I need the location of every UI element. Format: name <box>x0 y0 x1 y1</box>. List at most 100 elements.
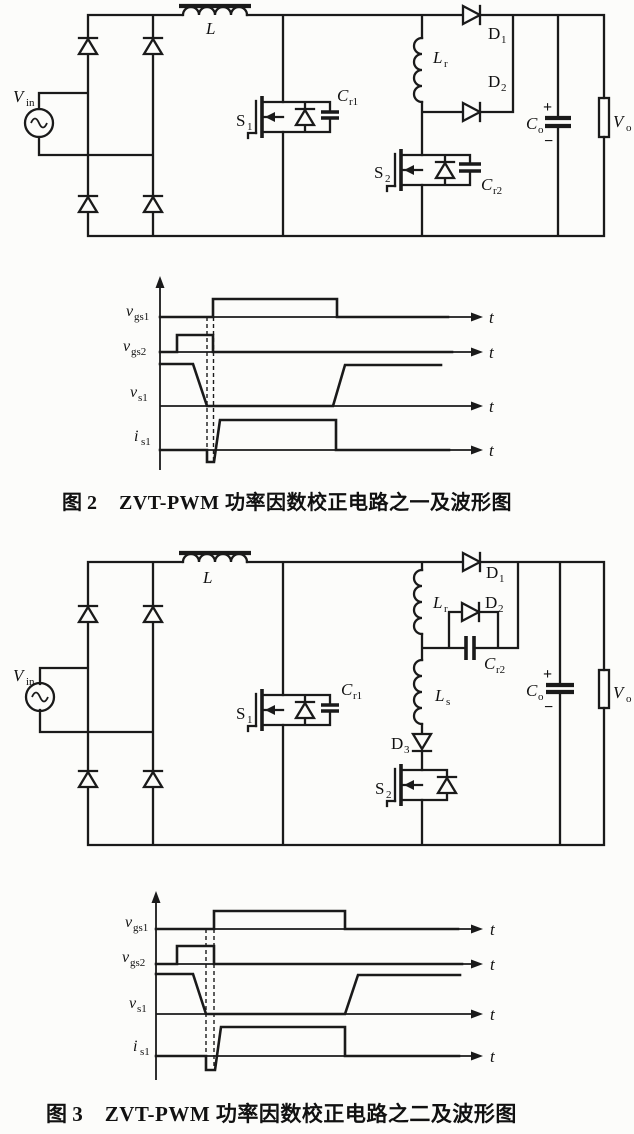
mosfet-s1-icon <box>246 94 285 140</box>
label-t-axis3: t <box>489 397 495 416</box>
figure2-caption: 图 2 ZVT-PWM 功率因数校正电路之一及波形图 <box>62 486 512 515</box>
label-t-axis1: t <box>489 308 495 327</box>
axis-arrow-right-icon <box>471 347 483 357</box>
bridge-diode-icon <box>77 194 99 214</box>
trace-is1 <box>154 1025 461 1072</box>
capacitor-Cr1-plates <box>321 110 339 120</box>
label-vgs1-sub: gs1 <box>134 311 149 323</box>
label-s1: S <box>236 704 245 723</box>
circuit2-wires <box>38 560 606 847</box>
label-cr2-sub: r2 <box>496 664 505 676</box>
label-s1: S <box>236 111 245 130</box>
label-is1-sub: s1 <box>140 1046 150 1058</box>
diode-d2-icon <box>460 601 481 623</box>
trace-vgs1 <box>158 297 450 319</box>
label-d1: D <box>488 24 500 43</box>
figure3-waveform-plot: v gs1 v gs2 v s1 i s1 t t t t <box>122 891 496 1080</box>
label-lr: L <box>432 48 442 67</box>
s1-body-diode-icon <box>294 700 316 720</box>
label-s1-sub: 1 <box>247 121 253 133</box>
label-vin-sub: in <box>26 97 35 109</box>
label-t-axis2: t <box>490 955 496 974</box>
label-vs1: v <box>130 384 138 401</box>
label-t-axis2: t <box>489 343 495 362</box>
label-co-plus: + <box>543 99 552 116</box>
label-vgs2-sub: gs2 <box>130 957 145 969</box>
label-vgs1: v <box>126 303 134 320</box>
trace-vs1 <box>158 362 443 408</box>
label-co-minus: − <box>544 699 553 716</box>
trace-vgs1 <box>154 909 460 931</box>
figure3-caption-tag: 图 3 <box>46 1102 83 1126</box>
label-co: C <box>526 114 538 133</box>
label-vgs1: v <box>125 914 133 931</box>
label-cr1: C <box>341 680 353 699</box>
bridge-diode-icon <box>77 604 99 624</box>
label-d3: D <box>391 734 403 753</box>
label-d2-sub: 2 <box>498 603 504 615</box>
bridge-diode-icon <box>142 36 164 56</box>
label-d2-sub: 2 <box>501 82 507 94</box>
label-d1: D <box>486 563 498 582</box>
axis-arrow-up-icon <box>151 891 161 903</box>
label-vin: V <box>13 87 26 106</box>
waveform2-axes <box>155 895 472 1080</box>
resonant-inductor-Lr-coil <box>412 568 424 636</box>
bridge-diode-icon <box>77 36 99 56</box>
label-co-plus: + <box>543 666 552 683</box>
label-vgs2: v <box>123 338 131 355</box>
label-vs1: v <box>129 995 137 1012</box>
load-resistor-Vo <box>597 96 611 139</box>
ac-source-icon <box>23 107 55 139</box>
bridge-diode-icon <box>77 769 99 789</box>
label-co-sub: o <box>538 124 544 136</box>
label-is1-sub: s1 <box>141 436 151 448</box>
axis-arrow-right-icon <box>471 445 483 455</box>
label-ls-sub: s <box>446 696 450 708</box>
s2-body-diode-icon <box>436 775 458 795</box>
diode-d2-icon <box>461 101 482 123</box>
trace-vgs2 <box>158 333 454 354</box>
label-t-axis4: t <box>489 441 495 460</box>
label-vs1-sub: s1 <box>138 392 148 404</box>
s1-body-diode-icon <box>294 107 316 127</box>
label-s2-sub: 2 <box>386 789 392 801</box>
capacitor-Cr1-plates <box>321 703 339 713</box>
label-ls: L <box>434 686 444 705</box>
circuit1-wires <box>37 13 606 238</box>
axis-arrow-right-icon <box>471 312 483 322</box>
label-vo: V <box>613 112 626 131</box>
figure2-caption-tag: 图 2 <box>62 492 97 514</box>
label-vo: V <box>613 683 626 702</box>
s2-body-diode-icon <box>434 160 456 180</box>
label-cr1-sub: r1 <box>353 690 362 702</box>
output-capacitor-Co-plates <box>546 682 574 695</box>
figure2-waveform-plot: v gs1 v gs2 v s1 i s1 t t t t <box>123 276 495 470</box>
boost-inductor-L-coil <box>181 552 249 564</box>
label-cr2-sub: r2 <box>493 185 502 197</box>
label-vs1-sub: s1 <box>137 1003 147 1015</box>
label-l: L <box>202 568 212 587</box>
label-d2: D <box>488 72 500 91</box>
axis-arrow-right-icon <box>471 401 483 411</box>
label-vgs2-sub: gs2 <box>131 346 146 358</box>
figure3-caption-text: ZVT-PWM 功率因数校正电路之二及波形图 <box>104 1102 517 1126</box>
axis-arrow-right-icon <box>471 959 483 969</box>
bridge-diode-icon <box>142 769 164 789</box>
resonant-inductor-Lr-coil <box>412 36 424 104</box>
axis-arrow-right-icon <box>471 924 483 934</box>
figure2-caption-text: ZVT-PWM 功率因数校正电路之一及波形图 <box>119 492 513 514</box>
label-lr-sub: r <box>444 603 448 615</box>
diode-d1-icon <box>461 4 482 26</box>
label-lr-sub: r <box>444 58 448 70</box>
figure3-caption: 图 3 ZVT-PWM 功率因数校正电路之二及波形图 <box>46 1098 517 1128</box>
label-co-sub: o <box>538 691 544 703</box>
saturable-inductor-Ls-coil <box>412 658 424 726</box>
label-t-axis4: t <box>490 1047 496 1066</box>
label-cr2: C <box>484 654 496 673</box>
label-cr1: C <box>337 86 349 105</box>
label-co-minus: − <box>544 133 553 150</box>
label-t-axis3: t <box>490 1005 496 1024</box>
